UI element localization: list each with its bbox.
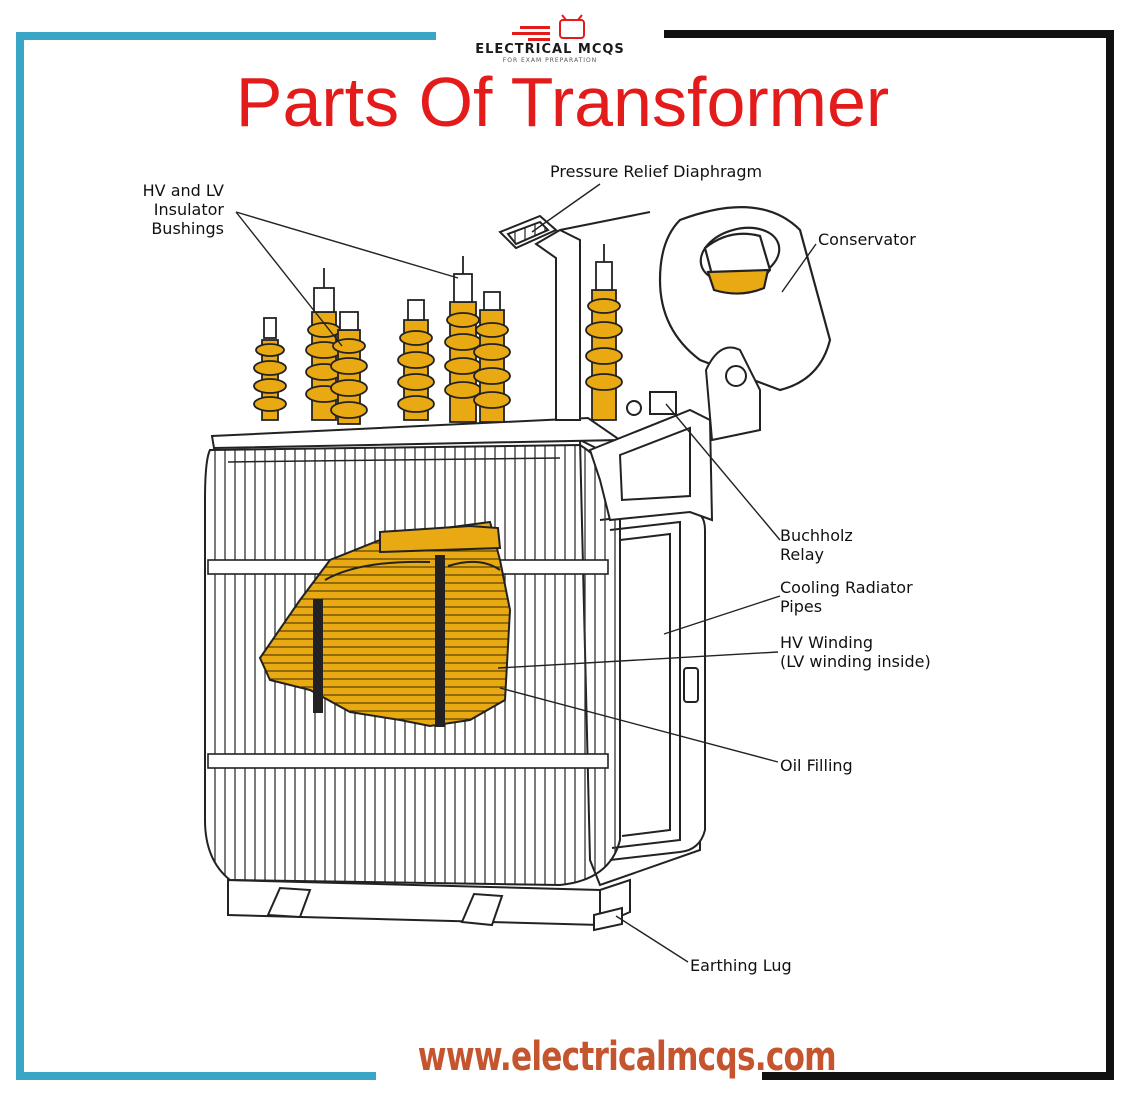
frame-top-right-border [664, 30, 1114, 38]
buchholz-label-line-2: Relay [780, 545, 824, 564]
hv-winding-label: HV Winding (LV winding inside) [780, 633, 931, 671]
hv-winding-label-line-2: (LV winding inside) [780, 652, 931, 671]
frame-right-border [1106, 30, 1114, 1080]
brand-logo: ELECTRICAL MCQS FOR EXAM PREPARATION [440, 14, 660, 70]
page-title: Parts Of Transformer [235, 63, 890, 141]
winding-cutaway [258, 520, 512, 728]
conservator-tank [658, 206, 832, 392]
logo-tagline: FOR EXAM PREPARATION [502, 57, 598, 64]
frame-top-left-border [16, 32, 436, 40]
transformer-base [227, 878, 631, 932]
earthing-lug-label: Earthing Lug [690, 956, 792, 975]
buchholz-bracket [588, 346, 761, 522]
frame-bottom-left-border [16, 1072, 376, 1080]
tank-top [210, 416, 624, 450]
pressure-relief-pipe [498, 211, 651, 421]
logo-text: ELECTRICAL MCQS [475, 42, 625, 57]
bushings-label-line-2: Insulator [153, 200, 224, 219]
cooling-label-line-2: Pipes [780, 597, 823, 616]
leader-lines [235, 183, 817, 963]
buchholz-label-line-1: Buchholz [780, 526, 853, 545]
cooling-label: Cooling Radiator Pipes [780, 578, 913, 616]
cooling-label-line-1: Cooling Radiator [780, 578, 913, 597]
conservator-label: Conservator [818, 230, 916, 249]
frame-left-border [16, 32, 24, 1080]
pressure-relief-label: Pressure Relief Diaphragm [550, 162, 763, 181]
hv-winding-label-line-1: HV Winding [780, 633, 874, 652]
logo-tv-icon [512, 14, 585, 41]
bushings-label: HV and LV Insulator Bushings [110, 181, 224, 238]
bushings-label-line-1: HV and LV [142, 181, 224, 200]
footer-url[interactable]: www.electricalmcqs.com [417, 1034, 837, 1080]
bushings-label-line-3: Bushings [151, 219, 224, 238]
oil-filling-label: Oil Filling [780, 756, 853, 775]
bushings [253, 244, 623, 425]
buchholz-label: Buchholz Relay [780, 526, 853, 564]
frame-bottom-right-border [762, 1072, 1114, 1080]
